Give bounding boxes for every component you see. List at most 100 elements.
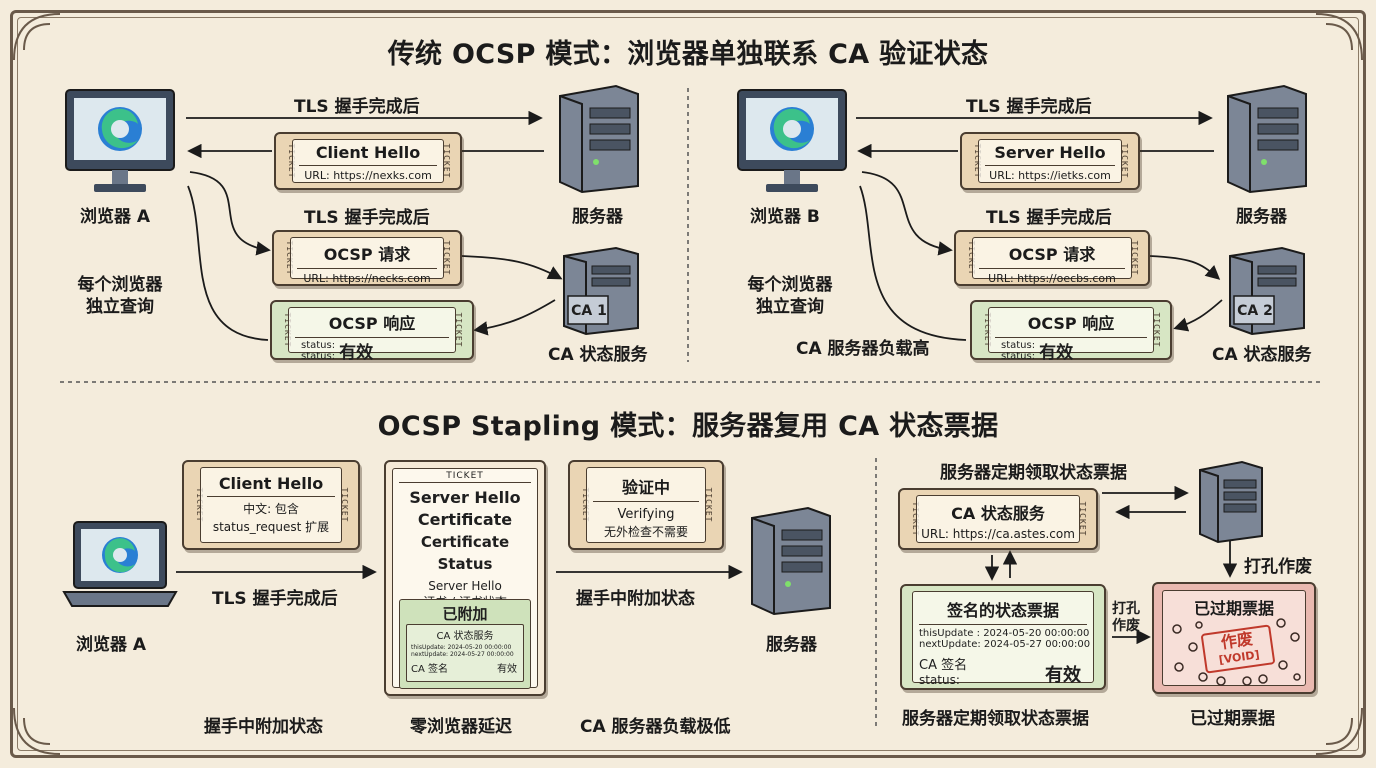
ocsp-request-title-right: OCSP 请求 [1008, 245, 1096, 264]
ca-caption-right: CA 状态服务 [1212, 345, 1312, 365]
server-hello-big-ticket: TICKET Server Hello Certificate Certific… [384, 460, 546, 696]
mini-ticket-row1: thisUpdate: 2024-05-20 00:00:00 [411, 644, 512, 651]
ocsp-response-value: 有效 [339, 343, 374, 363]
ocsp-request-url: URL: https://necks.com [303, 272, 431, 285]
ocsp-response-title: OCSP 响应 [328, 314, 416, 333]
server-label-right: 服务器 [1236, 207, 1287, 227]
note-line2: 独立查询 [86, 297, 154, 317]
client-hello-bottom-line1: 中文: 包含 [243, 502, 299, 516]
bottom-tls-label: TLS 握手完成后 [212, 589, 338, 609]
mini-ticket-left: CA 签名 [411, 664, 449, 675]
caption-left: 握手中附加状态 [204, 717, 323, 737]
signed-title: 签名的状态票据 [946, 601, 1059, 620]
ocsp-response-status1-right: status: [1001, 339, 1036, 351]
caption-right: CA 服务器负载极低 [580, 717, 731, 737]
note-line1: 每个浏览器 [77, 275, 163, 295]
big-ticket-line2: Certificate [417, 510, 513, 529]
ocsp-response-value-right: 有效 [1039, 343, 1074, 363]
punch-small-2: 作废 [1112, 618, 1140, 634]
ocsp-request-title: OCSP 请求 [323, 245, 411, 264]
browser-b-label: 浏览器 B [750, 207, 820, 227]
ocsp-response-status2-right: status: [1001, 350, 1036, 362]
mini-ticket-row2: nextUpdate: 2024-05-27 00:00:00 [411, 651, 514, 658]
ca-service-ticket: TICKETTICKET CA 状态服务 URL: https://ca.ast… [898, 488, 1098, 550]
bottom-title: OCSP Stapling 模式：服务器复用 CA 状态票据 [377, 411, 999, 442]
corner-ornaments [13, 13, 1363, 755]
signed-sig: CA 签名 [919, 658, 968, 673]
signed-row2: nextUpdate: 2024-05-27 00:00:00 [919, 639, 1091, 650]
monitor-icon [737, 89, 847, 192]
attached-label: 已附加 [442, 605, 488, 623]
ca2-label: CA 2 [1237, 303, 1273, 319]
ocsp-request-ticket: TICKETTICKET OCSP 请求 URL: https://necks.… [272, 230, 462, 286]
expired-ticket: 已过期票据 作废 [VOID] [1152, 582, 1316, 694]
server-hello-title: Server Hello [994, 143, 1106, 162]
ocsp-response-ticket-right: TICKETTICKET OCSP 响应 status: status: 有效 [970, 300, 1172, 363]
caption-mid: 零浏览器延迟 [410, 717, 512, 737]
fetch-title: 服务器定期领取状态票据 [940, 463, 1127, 483]
verifying-line1: Verifying [617, 507, 675, 522]
server-icon [751, 506, 831, 616]
ca-service-title: CA 状态服务 [951, 504, 1045, 523]
client-hello-ticket: TICKETTICKET Client Hello URL: https://n… [274, 132, 462, 190]
browser-a-label: 浏览器 A [80, 207, 151, 227]
client-hello-title: Client Hello [315, 143, 421, 162]
top-title: 传统 OCSP 模式：浏览器单独联系 CA 验证状态 [387, 39, 989, 70]
bottom-right-caption-right: 已过期票据 [1190, 709, 1275, 729]
tls-label-top: TLS 握手完成后 [294, 97, 420, 117]
big-ticket-tag: TICKET [446, 471, 484, 481]
monitor-icon [65, 89, 175, 192]
client-hello-ticket-bottom: TICKETTICKET Client Hello 中文: 包含 status_… [182, 460, 360, 550]
mini-ticket-right: 有效 [497, 664, 517, 675]
ca-server-icon [1229, 246, 1305, 336]
ocsp-response-status1: status: [301, 339, 336, 351]
server-label: 服务器 [572, 207, 623, 227]
ca-caption: CA 状态服务 [548, 345, 648, 365]
attach-label: 握手中附加状态 [576, 589, 695, 609]
big-ticket-line1: Server Hello [409, 488, 521, 507]
signed-row1: thisUpdate : 2024-05-20 00:00:00 [919, 628, 1090, 639]
ca-load-note: CA 服务器负载高 [796, 339, 930, 359]
punch-small-1: 打孔 [1112, 601, 1140, 617]
punch-holes [1172, 618, 1301, 686]
punch-label: 打孔作废 [1244, 557, 1312, 577]
ca-service-url: URL: https://ca.astes.com [921, 527, 1075, 541]
ca-server-icon [1199, 460, 1263, 544]
tls-label-mid-right: TLS 握手完成后 [986, 208, 1112, 228]
ca-server-icon [563, 246, 639, 336]
ca1-label: CA 1 [571, 303, 607, 319]
big-ticket-sub1: Server Hello [428, 579, 502, 593]
page-frame [10, 10, 1366, 758]
mini-status-ticket: CA 状态服务 thisUpdate: 2024-05-20 00:00:00 … [406, 624, 524, 682]
client-hello-url: URL: https://nexks.com [304, 169, 432, 182]
tls-label-top-right: TLS 握手完成后 [966, 97, 1092, 117]
signed-status: status: [919, 673, 960, 687]
server-icon [1227, 84, 1307, 194]
server-hello-ticket: TICKETTICKET Server Hello URL: https://i… [960, 132, 1140, 190]
note-line2-right: 独立查询 [756, 297, 824, 317]
ocsp-response-title-right: OCSP 响应 [1027, 314, 1115, 333]
big-ticket-line3: Certificate Status [420, 533, 510, 573]
ocsp-request-url-right: URL: https://oecbs.com [988, 272, 1116, 285]
client-hello-bottom-title: Client Hello [218, 474, 324, 493]
laptop-icon [62, 521, 178, 607]
ocsp-request-ticket-right: TICKETTICKET OCSP 请求 URL: https://oecbs.… [954, 230, 1150, 286]
signed-value: 有效 [1045, 665, 1081, 686]
ocsp-response-status2: status: [301, 350, 336, 362]
page-frame-inner [17, 17, 1359, 751]
client-hello-bottom-line2: status_request 扩展 [212, 520, 330, 534]
ocsp-response-ticket: TICKETTICKET OCSP 响应 status: status: 有效 [270, 300, 474, 363]
server-hello-url: URL: https://ietks.com [989, 169, 1111, 182]
note-line1-right: 每个浏览器 [747, 275, 833, 295]
signed-status-ticket: 签名的状态票据 thisUpdate : 2024-05-20 00:00:00… [900, 584, 1106, 690]
bottom-server-label: 服务器 [766, 635, 817, 655]
verifying-line2: 无外检查不需要 [603, 525, 688, 539]
mini-ticket-title: CA 状态服务 [436, 631, 494, 642]
expired-title: 已过期票据 [1193, 599, 1274, 618]
attached-status-box: 已附加 CA 状态服务 thisUpdate: 2024-05-20 00:00… [399, 599, 531, 689]
verifying-ticket: TICKETTICKET 验证中 Verifying 无外检查不需要 [568, 460, 724, 550]
tls-label-mid: TLS 握手完成后 [304, 208, 430, 228]
bottom-browser-label: 浏览器 A [76, 635, 147, 655]
bottom-right-caption-left: 服务器定期领取状态票据 [902, 709, 1089, 729]
